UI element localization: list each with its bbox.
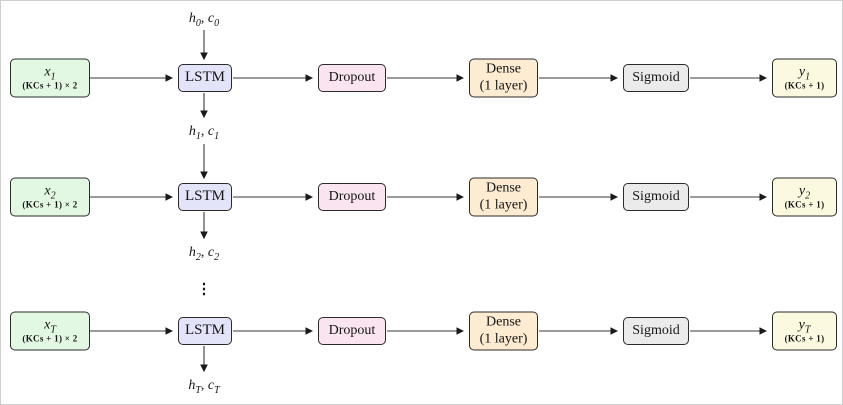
dense-T-line2: (1 layer) — [479, 331, 528, 346]
input-x1-dims: (KCs + 1) × 2 — [22, 80, 78, 91]
output-y2-label: y2 — [798, 183, 811, 202]
input-box-xT: xT (KCs + 1) × 2 — [10, 311, 90, 351]
output-box-y2: y2 (KCs + 1) — [772, 177, 837, 217]
dense-box-1: Dense (1 layer) — [469, 58, 538, 98]
state-label-hTcT: hT, cT — [188, 378, 220, 396]
input-xT-label: xT — [44, 317, 56, 336]
lstm-box-T: LSTM — [178, 317, 232, 345]
sigmoid-box-2: Sigmoid — [623, 183, 689, 211]
dense-1-line2: (1 layer) — [479, 78, 528, 93]
output-y1-label: y1 — [798, 64, 811, 83]
output-y2-dims: (KCs + 1) — [784, 199, 825, 210]
output-yT-label: yT — [798, 317, 811, 336]
dense-2-line2: (1 layer) — [479, 197, 528, 212]
input-x1-label: x1 — [44, 64, 56, 83]
sigmoid-box-1: Sigmoid — [623, 64, 689, 92]
sigmoid-box-T: Sigmoid — [623, 317, 689, 345]
input-x2-label: x2 — [44, 183, 56, 202]
vertical-ellipsis: ⋮ — [196, 281, 212, 298]
dense-2-line1: Dense — [486, 180, 521, 196]
state-label-h1c1: h1, c1 — [188, 124, 220, 142]
dense-box-T: Dense (1 layer) — [469, 311, 538, 351]
dropout-box-T: Dropout — [318, 317, 386, 345]
lstm-box-1: LSTM — [178, 64, 232, 92]
output-box-yT: yT (KCs + 1) — [772, 311, 837, 351]
input-box-x1: x1 (KCs + 1) × 2 — [10, 58, 90, 98]
state-label-h2c2: h2, c2 — [188, 245, 220, 263]
input-box-x2: x2 (KCs + 1) × 2 — [10, 177, 90, 217]
input-x2-dims: (KCs + 1) × 2 — [22, 199, 78, 210]
dense-box-2: Dense (1 layer) — [469, 177, 538, 217]
lstm-box-2: LSTM — [178, 183, 232, 211]
input-xT-dims: (KCs + 1) × 2 — [22, 333, 78, 344]
state-label-h0c0: h0, c0 — [188, 11, 220, 29]
dropout-box-1: Dropout — [318, 64, 386, 92]
dropout-box-2: Dropout — [318, 183, 386, 211]
output-box-y1: y1 (KCs + 1) — [772, 58, 837, 98]
dense-1-line1: Dense — [486, 61, 521, 77]
output-y1-dims: (KCs + 1) — [784, 80, 825, 91]
output-yT-dims: (KCs + 1) — [784, 333, 825, 344]
dense-T-line1: Dense — [486, 314, 521, 330]
